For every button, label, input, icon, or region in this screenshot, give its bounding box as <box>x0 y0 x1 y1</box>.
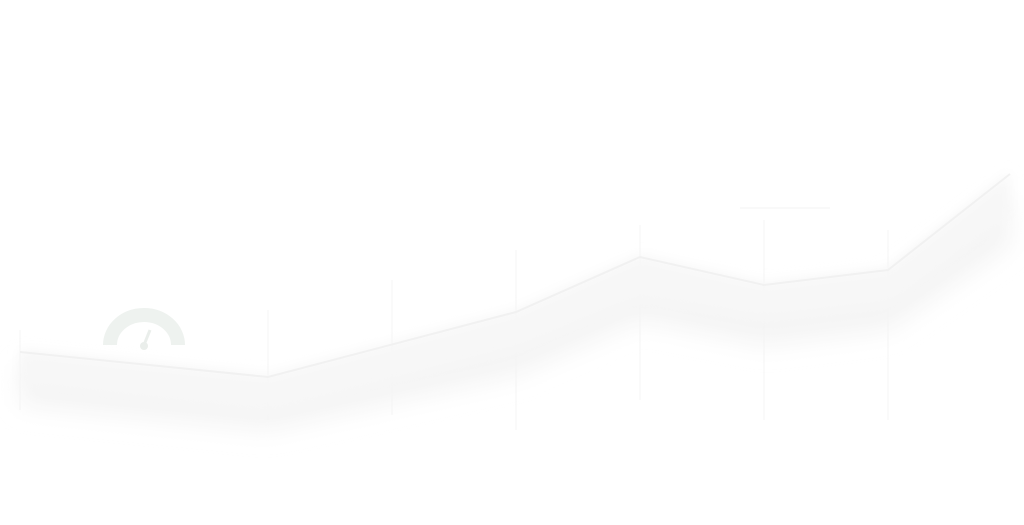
gauge-icon <box>103 308 185 350</box>
trend-line <box>19 173 1011 379</box>
trend-band <box>20 172 1010 410</box>
